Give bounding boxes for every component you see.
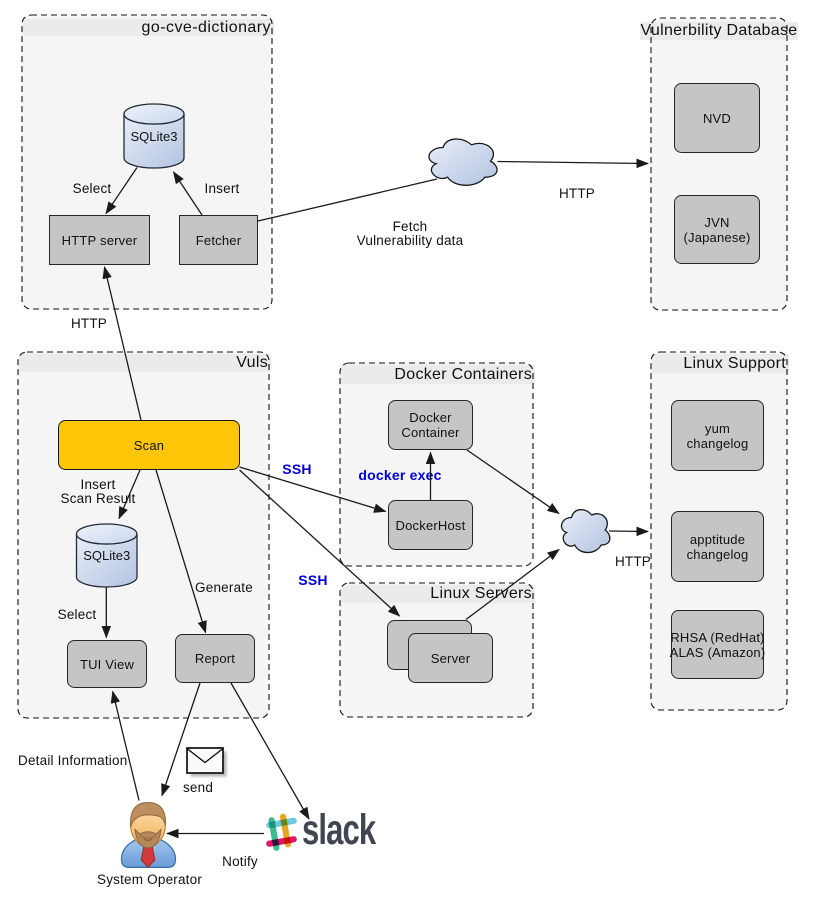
svg-text:SQLite3: SQLite3 [83, 548, 130, 563]
svg-text:SQLite3: SQLite3 [131, 129, 178, 144]
